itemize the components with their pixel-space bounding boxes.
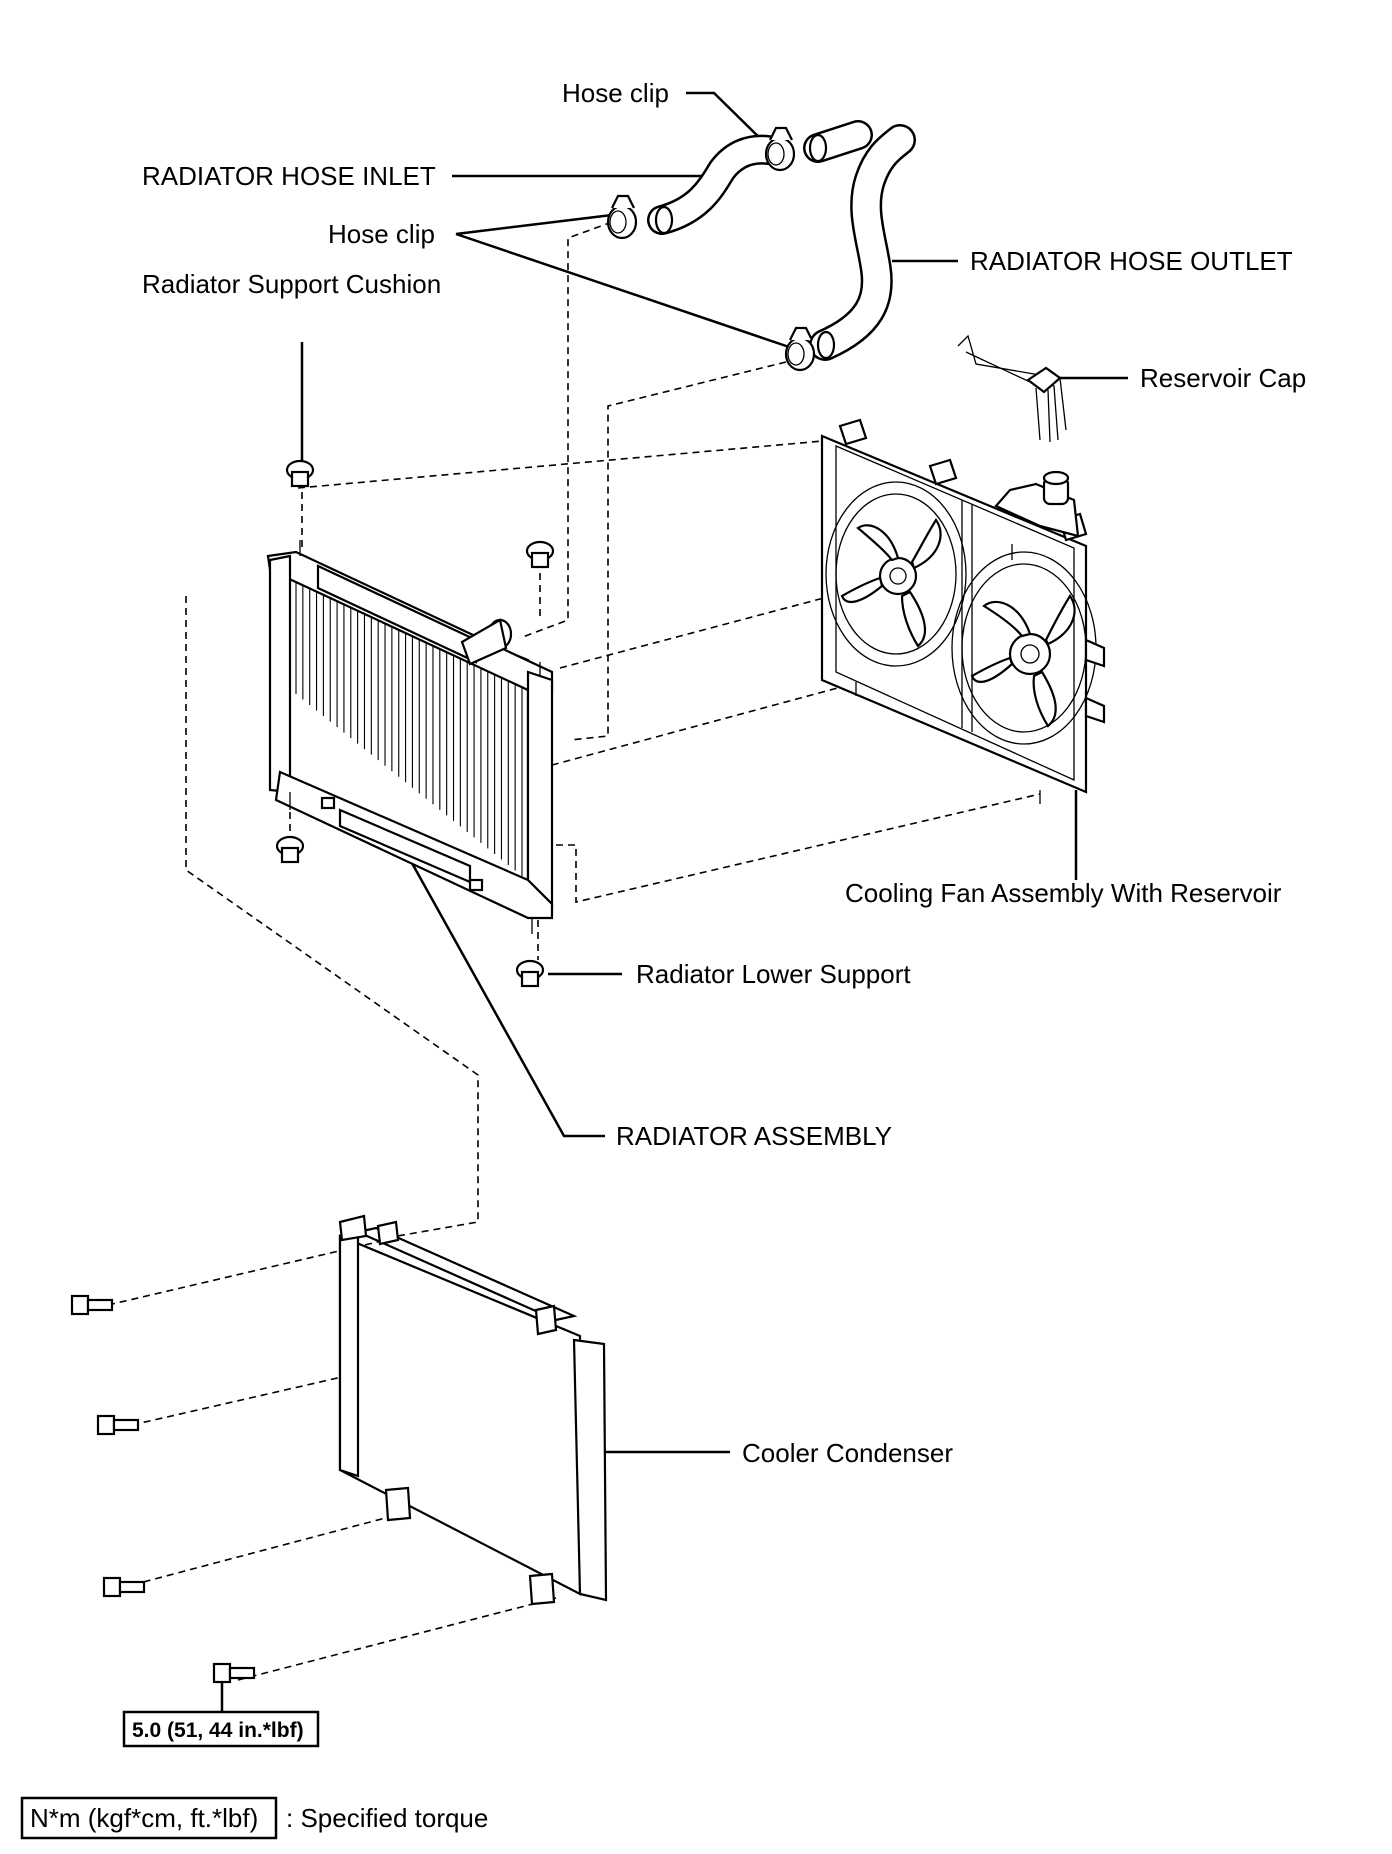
- label-cooling-fan-assembly: Cooling Fan Assembly With Reservoir: [845, 878, 1282, 908]
- bolt-icon: [96, 1414, 140, 1436]
- leader-lines: [220, 91, 1128, 1712]
- bolt-icon: [70, 1294, 114, 1316]
- radiator-hose-inlet: [647, 134, 783, 235]
- bolt-icon: [102, 1576, 146, 1598]
- radiator-support-cushion-icon: [285, 459, 315, 488]
- bolt-icon: [212, 1662, 256, 1684]
- label-radiator-lower-support: Radiator Lower Support: [636, 959, 911, 989]
- hose-clip-icon: [764, 126, 796, 172]
- label-radiator-support-cushion: Radiator Support Cushion: [142, 269, 441, 299]
- label-radiator-assembly: RADIATOR ASSEMBLY: [616, 1121, 892, 1151]
- cooling-fan-assembly-icon: [820, 418, 1106, 804]
- torque-spec-box: 5.0 (51, 44 in.*lbf): [122, 1710, 320, 1748]
- label-hose-clip-top: Hose clip: [562, 78, 669, 108]
- hose-clip-icon: [606, 194, 638, 240]
- label-radiator-hose-outlet: RADIATOR HOSE OUTLET: [970, 246, 1293, 276]
- hose-clip-icon: [784, 326, 816, 372]
- reservoir-cap-icon: [957, 334, 1067, 443]
- radiator-lower-support-icon: [515, 959, 545, 988]
- cooler-condenser-icon: [338, 1214, 608, 1606]
- label-reservoir-cap: Reservoir Cap: [1140, 363, 1306, 393]
- label-radiator-hose-inlet: RADIATOR HOSE INLET: [142, 161, 436, 191]
- radiator-assembly-icon: [266, 540, 554, 934]
- label-hose-clip-mid: Hose clip: [328, 219, 435, 249]
- label-cooler-condenser: Cooler Condenser: [742, 1438, 953, 1468]
- torque-legend: N*m (kgf*cm, ft.*lbf) : Specified torque: [20, 1796, 488, 1840]
- torque-value: 5.0 (51, 44 in.*lbf): [132, 1719, 304, 1742]
- torque-legend-text: : Specified torque: [286, 1803, 488, 1833]
- radiator-lower-support-icon: [275, 835, 305, 864]
- radiator-support-cushion-icon: [525, 540, 555, 569]
- radiator-hose-outlet: [803, 120, 916, 361]
- torque-legend-units: N*m (kgf*cm, ft.*lbf): [30, 1803, 258, 1833]
